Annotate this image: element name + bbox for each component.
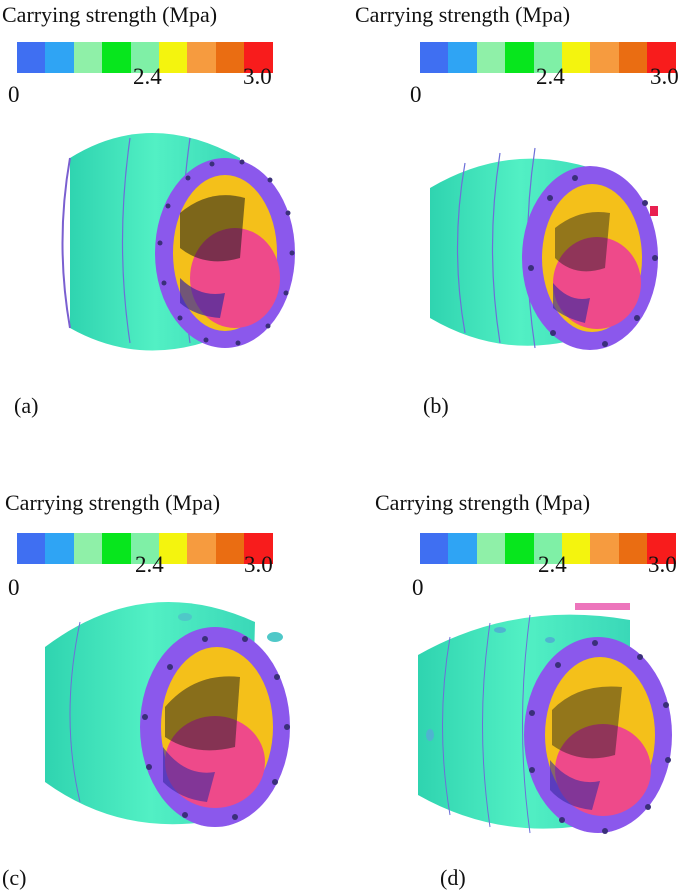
colorbar-segment: [505, 42, 534, 73]
colorbar-segment: [647, 42, 676, 73]
tick-mid: 2.4: [133, 64, 162, 89]
colorbar-segment: [618, 533, 648, 564]
colorbar-segment: [244, 533, 273, 564]
tick-max: 3.0: [650, 64, 679, 89]
colorbar-segment: [448, 533, 477, 564]
colorbar-segment: [73, 42, 103, 73]
colorbar-segment: [130, 42, 159, 73]
legend-title: Carrying strength (Mpa): [5, 490, 221, 515]
tunnel-render: [61, 133, 295, 351]
panel-caption: (c): [2, 865, 27, 890]
panel-b: Carrying strength (Mpa) 0 2.4 3.0 (b): [350, 0, 699, 445]
legend-title: Carrying strength (Mpa): [2, 2, 218, 27]
colorbar-segment: [476, 533, 506, 564]
tick-min: 0: [410, 82, 422, 107]
tick-max: 3.0: [648, 552, 677, 577]
tick-min: 0: [8, 575, 20, 600]
colorbar: [17, 42, 273, 73]
panel-caption: (b): [423, 393, 449, 418]
colorbar-segment: [561, 42, 591, 73]
tick-min: 0: [412, 575, 424, 600]
colorbar-segment: [130, 533, 159, 564]
colorbar: [420, 42, 676, 73]
tick-max: 3.0: [244, 552, 273, 577]
colorbar-segment: [102, 42, 131, 73]
colorbar-segment: [476, 42, 506, 73]
colorbar-segment: [17, 42, 46, 73]
tick-mid: 2.4: [538, 552, 567, 577]
colorbar-segment: [158, 42, 188, 73]
colorbar: [17, 533, 273, 564]
panel-c: Carrying strength (Mpa) 0 2.4 3.0 (c): [0, 445, 349, 890]
tick-mid: 2.4: [536, 64, 565, 89]
colorbar-segment: [533, 42, 562, 73]
colorbar-segment: [215, 42, 245, 73]
tick-max: 3.0: [243, 64, 272, 89]
tick-min: 0: [8, 82, 20, 107]
colorbar-segment: [561, 533, 591, 564]
panel-caption: (d): [440, 865, 466, 890]
colorbar-segment: [618, 42, 648, 73]
colorbar-segment: [244, 42, 273, 73]
panel-caption: (a): [14, 393, 39, 418]
legend-title: Carrying strength (Mpa): [375, 490, 591, 515]
colorbar-segment: [533, 533, 562, 564]
colorbar-segment: [187, 533, 216, 564]
colorbar-segment: [590, 533, 619, 564]
colorbar-segment: [73, 533, 103, 564]
tunnel-render: [430, 147, 658, 350]
legend-title: Carrying strength (Mpa): [355, 2, 571, 27]
colorbar-segment: [448, 42, 477, 73]
colorbar-segment: [158, 533, 188, 564]
colorbar-segment: [590, 42, 619, 73]
colorbar-segment: [505, 533, 534, 564]
panel-a: Carrying strength (Mpa) 0 2.4 3.0 (a): [0, 0, 349, 445]
tunnel-render: [418, 603, 672, 834]
tick-mid: 2.4: [135, 552, 164, 577]
colorbar-segment: [420, 533, 449, 564]
colorbar-segment: [420, 42, 449, 73]
colorbar: [420, 533, 676, 564]
panel-d: Carrying strength (Mpa) 0 2.4 3.0 (d): [350, 445, 699, 890]
colorbar-segment: [187, 42, 216, 73]
colorbar-segment: [17, 533, 46, 564]
tunnel-render: [45, 602, 290, 827]
colorbar-segment: [647, 533, 676, 564]
colorbar-segment: [45, 533, 74, 564]
colorbar-segment: [45, 42, 74, 73]
colorbar-segment: [215, 533, 245, 564]
colorbar-segment: [102, 533, 131, 564]
